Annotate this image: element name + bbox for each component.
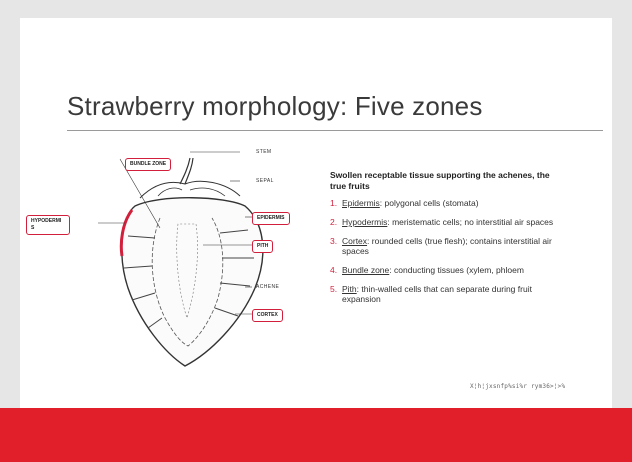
title-divider (67, 130, 603, 131)
description-heading: Swollen receptable tissue supporting the… (330, 170, 565, 192)
zone-item: 4. Bundle zone: conducting tissues (xyle… (330, 265, 565, 275)
zone-item: 2. Hypodermis: meristematic cells; no in… (330, 217, 565, 227)
item-desc: : conducting tissues (xylem, phloem (389, 265, 524, 275)
item-number: 2. (330, 217, 342, 227)
sepal-label: SEPAL (256, 178, 274, 184)
zone-item: 1. Epidermis: polygonal cells (stomata) (330, 198, 565, 208)
cortex-label: CORTEX (252, 309, 283, 322)
item-desc: : polygonal cells (stomata) (380, 198, 479, 208)
item-term: Pith (342, 284, 357, 294)
item-number: 4. (330, 265, 342, 275)
bundle-zone-label: BUNDLE ZONE (125, 158, 171, 171)
slide-title: Strawberry morphology: Five zones (67, 91, 483, 122)
zones-description: Swollen receptable tissue supporting the… (330, 170, 565, 313)
item-number: 3. (330, 236, 342, 256)
footer-text: X¦h¦jxsnfp%si%r rym36>¦>% (470, 383, 565, 390)
item-desc: : thin-walled cells that can separate du… (342, 284, 532, 304)
footer-accent-bar (0, 408, 632, 462)
item-term: Cortex (342, 236, 367, 246)
hypodermis-label: HYPODERMI S (26, 215, 70, 235)
item-term: Bundle zone (342, 265, 389, 275)
strawberry-illustration (40, 138, 300, 388)
achene-label: ACHENE (256, 284, 279, 290)
item-desc: : meristematic cells; no interstitial ai… (387, 217, 553, 227)
pith-label: PITH (252, 240, 273, 253)
item-desc: : rounded cells (true flesh); contains i… (342, 236, 552, 256)
item-number: 1. (330, 198, 342, 208)
zone-item: 3. Cortex: rounded cells (true flesh); c… (330, 236, 565, 256)
item-number: 5. (330, 284, 342, 304)
epidermis-label: EPIDERMIS (252, 212, 290, 225)
zone-item: 5. Pith: thin-walled cells that can sepa… (330, 284, 565, 304)
stem-label: STEM (256, 149, 272, 155)
strawberry-diagram: BUNDLE ZONE STEM SEPAL EPIDERMIS HYPODER… (40, 138, 300, 388)
item-term: Hypodermis (342, 217, 387, 227)
item-term: Epidermis (342, 198, 380, 208)
